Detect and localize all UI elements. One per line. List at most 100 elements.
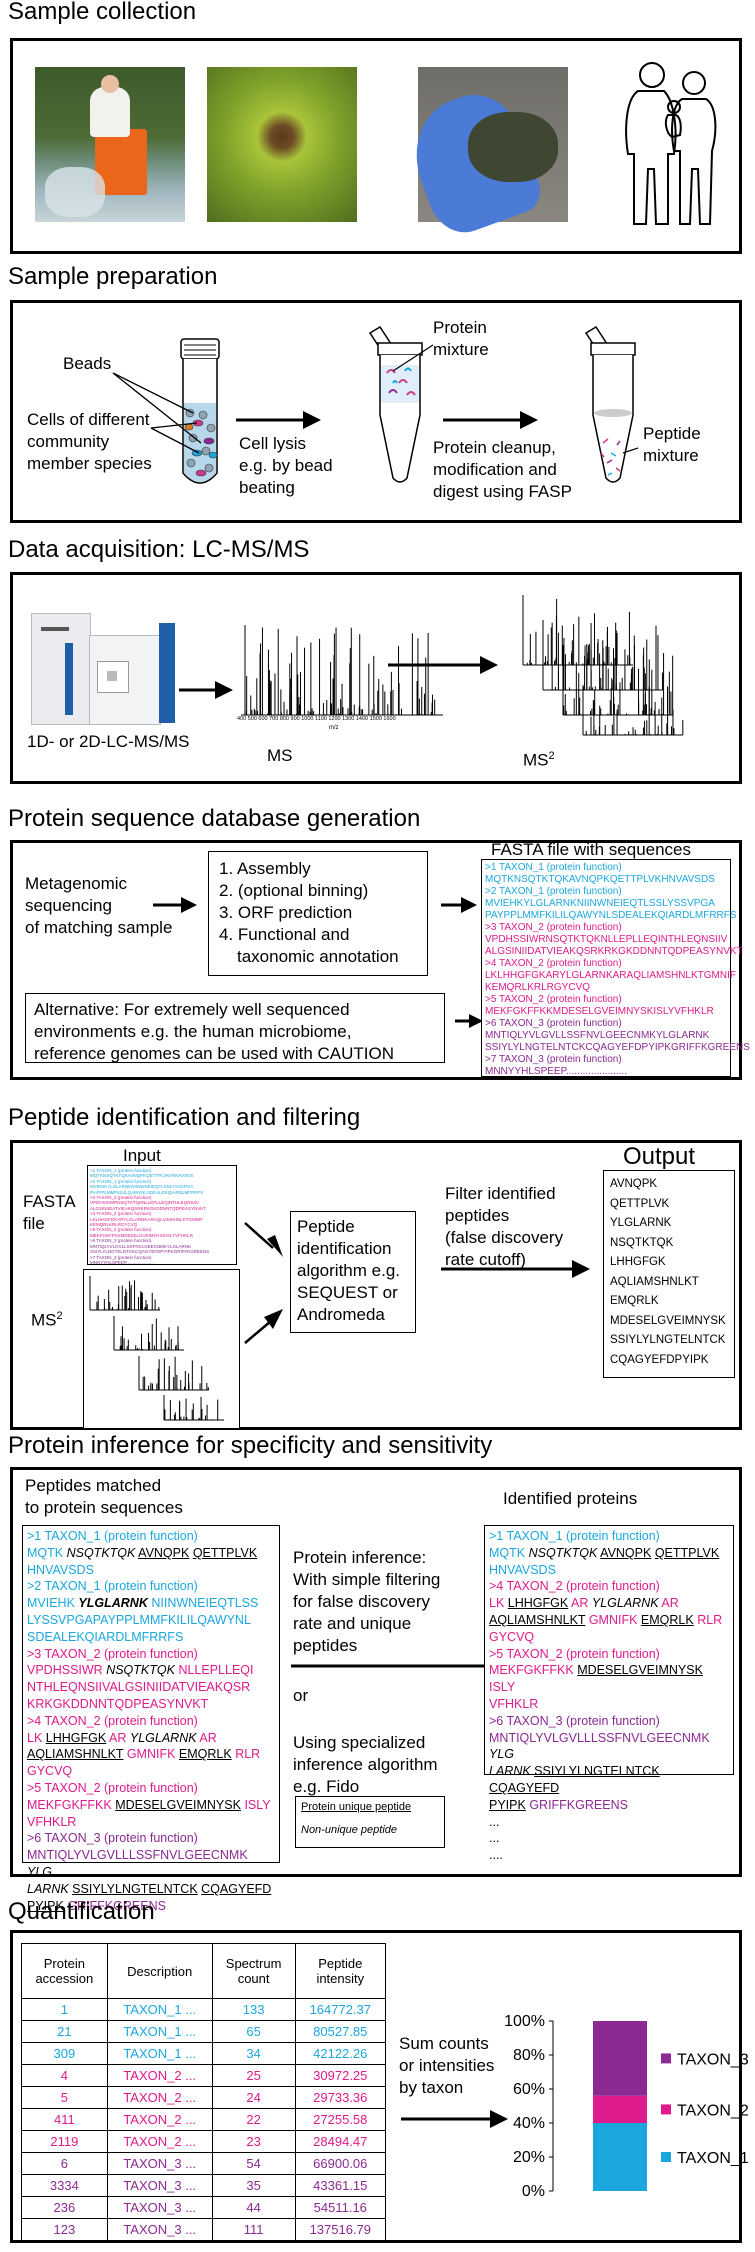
db-arrows <box>153 897 483 1028</box>
fasta-mini-line: KEMQRLKRLRGYCVQ <box>90 1222 138 1228</box>
fasta-line: ALGSINIIDATVIEAKQSRKRKGKDDNNTQDPEASYNVKT <box>485 946 743 957</box>
cell-acc: 309 <box>21 2042 108 2065</box>
ms-axis-ticks: 400 500 600 700 800 900 1000 1100 1200 1… <box>237 716 396 722</box>
fasta-mini-line: MVIEHKYLGLARNKNIINWNEIEQTLSSLYSSVPGA <box>90 1184 194 1190</box>
output-label: Output <box>623 1143 696 1170</box>
cell-intensity: 43361.15 <box>294 2174 387 2197</box>
y-tick-label: 0% <box>522 2183 545 2200</box>
human-family-icon <box>625 62 717 225</box>
fasta-mini-line: >1 TAXON_1 (protein function) <box>90 1168 152 1173</box>
legend-swatch <box>661 2053 671 2064</box>
col-header-description: Description <box>106 1943 213 1999</box>
sample-collection-panel <box>10 38 742 254</box>
ms-spectra <box>179 595 684 736</box>
legend-label: TAXON_1 <box>677 2150 749 2167</box>
y-tick-label: 100% <box>504 2013 545 2030</box>
fasta-mini-line: >5 TAXON_2 (protein function) <box>90 1227 152 1233</box>
water-sampling-photo <box>35 67 185 222</box>
beads-label: Beads <box>63 354 112 373</box>
fasta-line: LKLHHGFGKARYLGLARNKARAQLIAMSHNLKTGMNIF <box>485 970 736 981</box>
section-title-sample-collection: Sample collection <box>8 0 197 25</box>
peptide-legend-box: Protein unique peptide Non-unique peptid… <box>295 1796 445 1848</box>
section-title-protein-inference: Protein inference for specificity and se… <box>8 1432 493 1459</box>
fasta-mini-line: >4 TAXON_2 (protein function) <box>90 1211 152 1217</box>
bar-segment-taxon-3 <box>593 2021 647 2096</box>
output-peptide: QETTPLVK <box>610 1197 670 1210</box>
cell-desc: TAXON_1 ... <box>106 2042 213 2065</box>
fasta-line: >4 TAXON_2 (protein function) <box>485 958 622 969</box>
fasta-mini-line: >3 TAXON_2 (protein function) <box>90 1195 152 1201</box>
ms-axis-unit: m/z <box>329 725 339 731</box>
fasta-mini-line: MNTIQLYVLGVLLSSFNVLGEECNMKYLGLARNK <box>90 1243 191 1249</box>
fasta-line: MNNYYHLSPEEP...................... <box>485 1066 628 1077</box>
preparation-diagram <box>112 325 639 484</box>
cell-desc: TAXON_2 ... <box>106 2130 213 2153</box>
fasta-line: SSIYLYLNGTELNTCKCQAGYEFDPYIPKGRIFFKGREEN… <box>485 1042 750 1053</box>
output-peptide: YLGLARNK <box>610 1217 672 1229</box>
output-peptide: MDESELGVEIMNYSK <box>610 1314 726 1327</box>
fasta-file-title: FASTA file with sequences <box>491 840 692 859</box>
alternative-box: Alternative: For extremely well sequence… <box>25 993 445 1063</box>
fasta-line: >6 TAXON_3 (protein function) <box>485 1018 622 1029</box>
cell-desc: TAXON_2 ... <box>106 2086 213 2109</box>
section-title-sample-preparation: Sample preparation <box>8 263 218 290</box>
fasta-sequence-list: >1 TAXON_1 (protein function)MQTKNSQTKTQ… <box>485 862 750 1078</box>
fasta-mini-box: >1 TAXON_1 (protein function)MQTKNSQTKTQ… <box>87 1165 237 1265</box>
legend-label: TAXON_3 <box>677 2051 749 2068</box>
fasta-mini-line: >6 TAXON_3 (protein function) <box>90 1238 152 1244</box>
bar-segment-taxon-1 <box>593 2123 647 2191</box>
output-peptide: LHHGFGK <box>610 1256 666 1268</box>
legend-label: TAXON_2 <box>677 2102 749 2119</box>
cell-count: 65 <box>211 2020 296 2043</box>
fasta-mini-line: >2 TAXON_1 (protein function) <box>90 1178 152 1184</box>
y-tick-label: 40% <box>513 2115 545 2132</box>
fasta-line: >1 TAXON_1 (protein function) <box>485 862 622 873</box>
fasta-mini-line: PAYPPLMMFKILILQAWYNLSDEALEKQIARDLMFRRFS <box>90 1189 204 1195</box>
cell-acc: 3334 <box>21 2174 108 2197</box>
bromeliad-photo <box>207 67 357 222</box>
fasta-mini-line: VPDHSSIWRNSQTKTQKNLLEPLLEQINTHLEQNSIIV <box>90 1200 200 1206</box>
fasta-line: PAYPPLMMFKILILQAWYNLSDEALEKQIARDLMFRRFS <box>485 910 737 921</box>
fasta-mini-line: >7 TAXON_3 (protein function) <box>90 1254 152 1260</box>
fasta-file-box: >1 TAXON_1 (protein function)MQTKNSQTKTQ… <box>481 859 750 1078</box>
fasta-mini-line: MNNYYHLSPEEP...................... <box>90 1259 154 1265</box>
beads-and-cells <box>184 408 218 477</box>
identified-proteins-title: Identified proteins <box>503 1489 638 1508</box>
output-peptide: SSIYLYLNGTELNTCK <box>610 1334 726 1346</box>
cell-desc: TAXON_3 ... <box>106 2196 213 2219</box>
fasta-line: MQTKNSQTKTQKAVNQPKQETTPLVKHNVAVSDS <box>485 874 715 885</box>
cell-intensity: 137516.79 <box>294 2218 387 2241</box>
output-peptide: CQAGYEFDPYIPK <box>610 1353 709 1366</box>
y-tick-label: 20% <box>513 2149 545 2166</box>
cell-intensity: 80527.85 <box>294 2020 387 2043</box>
fasta-line: >2 TAXON_1 (protein function) <box>485 886 622 897</box>
data-acquisition-panel: 1D- or 2D-LC-MS/MS 400 500 600 700 800 9… <box>10 572 742 784</box>
instrument-label: 1D- or 2D-LC-MS/MS <box>27 732 190 751</box>
fasta-line: MNTIQLYVLGVLLSSFNVLGEECNMKYLGLARNK <box>485 1030 710 1041</box>
input-label: Input <box>123 1146 161 1165</box>
fasta-line: >7 TAXON_3 (protein function) <box>485 1054 622 1065</box>
